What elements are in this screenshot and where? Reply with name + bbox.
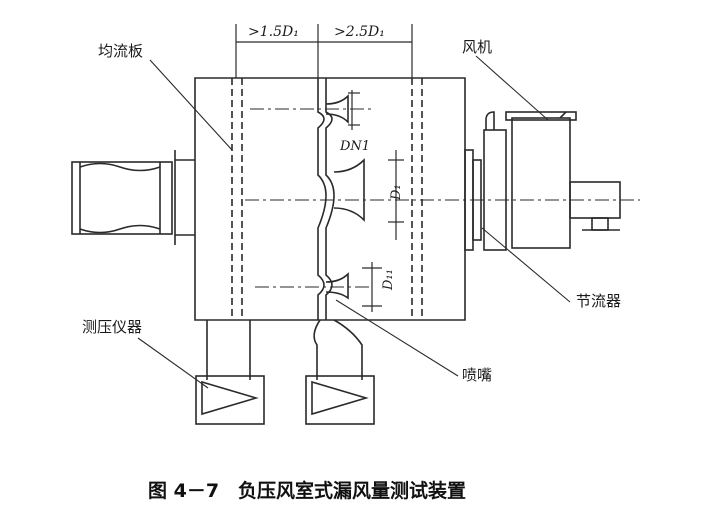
dim-nozzle-lower: D₁₁ xyxy=(381,269,396,291)
top-dimension-lines xyxy=(235,24,413,78)
dim-nozzle-middle: D₁ xyxy=(389,184,404,201)
outlet-flange xyxy=(464,149,482,251)
fan-unit xyxy=(505,111,621,249)
nozzle-middle xyxy=(333,158,365,222)
throttle-device xyxy=(483,111,507,251)
outlet-dashed-wall xyxy=(411,78,423,320)
nozzle-dimension-marks xyxy=(348,90,404,312)
leader-lines xyxy=(137,55,571,389)
uniform-flow-plate xyxy=(231,78,243,320)
nozzle-lower xyxy=(325,272,349,300)
label-fan: 风机 xyxy=(462,38,492,56)
nozzle-upper xyxy=(325,94,349,124)
label-pressure-gauge: 测压仪器 xyxy=(82,318,142,336)
chamber-body xyxy=(194,77,466,321)
dim-right: >2.5D₁ xyxy=(334,24,385,40)
pressure-gauge-right xyxy=(305,319,375,425)
test-duct xyxy=(71,161,173,235)
pressure-gauge-left xyxy=(195,320,265,425)
inlet-duct xyxy=(174,150,195,245)
label-nozzle: 喷嘴 xyxy=(462,366,492,384)
dim-nozzle-upper: DN1 xyxy=(339,139,370,154)
label-uniform-plate: 均流板 xyxy=(98,42,143,60)
label-throttle: 节流器 xyxy=(576,292,621,310)
figure-caption: 图 4－7 负压风室式漏风量测试装置 xyxy=(148,479,466,502)
nozzle-plate xyxy=(317,78,335,320)
center-lines xyxy=(245,108,640,288)
dim-left: >1.5D₁ xyxy=(248,24,299,40)
